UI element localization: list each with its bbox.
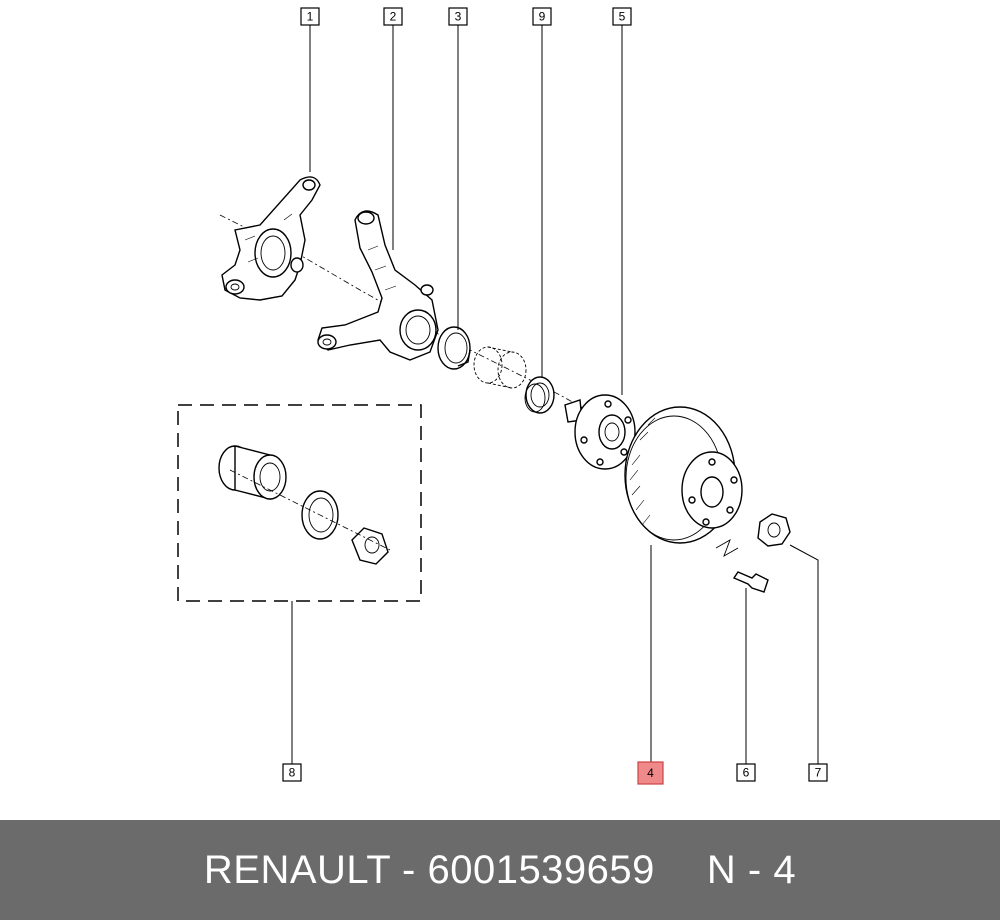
part-number: 6001539659: [427, 847, 655, 892]
svg-text:7: 7: [815, 766, 822, 780]
part-4-brake-disc: [624, 406, 743, 544]
footer-bar: RENAULT - 6001539659 N - 4: [0, 820, 1000, 920]
svg-text:2: 2: [390, 10, 397, 24]
brand-name: RENAULT: [203, 847, 391, 892]
callout-9: 9: [532, 7, 552, 26]
svg-text:3: 3: [455, 10, 462, 24]
leader-lines: [291, 25, 819, 764]
callout-4-highlighted: 4: [637, 761, 664, 785]
separator: -: [390, 847, 428, 892]
callout-3: 3: [448, 7, 468, 26]
callout-6: 6: [736, 763, 756, 782]
svg-text:8: 8: [289, 766, 296, 780]
part-5-hub: [564, 394, 636, 470]
svg-text:9: 9: [539, 10, 546, 24]
svg-text:6: 6: [743, 766, 750, 780]
callout-2: 2: [383, 7, 403, 26]
part-8-kit-box: [177, 404, 422, 602]
callout-5: 5: [612, 7, 632, 26]
svg-text:1: 1: [307, 10, 314, 24]
part-3-snap-ring: [437, 326, 471, 370]
footer-text: RENAULT - 6001539659 N - 4: [204, 848, 796, 893]
bearing-outline: [473, 346, 527, 389]
part-6-bolt: [715, 538, 769, 593]
exploded-parts-diagram: 1 2 3 9 5 8 4 6 7: [177, 7, 828, 785]
part-9-seal: [524, 376, 555, 414]
svg-text:4: 4: [647, 766, 654, 780]
callout-8: 8: [282, 763, 302, 782]
part-1-knuckle: [221, 176, 321, 301]
callout-1: 1: [300, 7, 320, 26]
callout-7: 7: [808, 763, 828, 782]
svg-text:5: 5: [619, 10, 626, 24]
part-7-nut: [757, 513, 791, 547]
position-label: N - 4: [706, 847, 797, 892]
part-2-knuckle-arm: [317, 210, 439, 361]
